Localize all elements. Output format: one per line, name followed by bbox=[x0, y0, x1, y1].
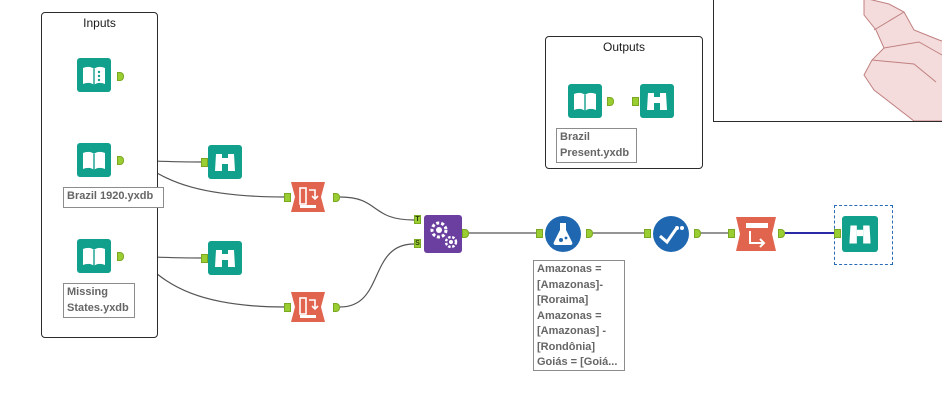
browse-tool-selected[interactable] bbox=[842, 216, 878, 252]
tool-annotation: Brazil Present.yxdb bbox=[556, 128, 637, 163]
output-anchor[interactable] bbox=[778, 229, 785, 238]
outputs-container-title: Outputs bbox=[602, 40, 646, 54]
transpose-icon bbox=[291, 292, 325, 322]
output-anchor[interactable] bbox=[117, 156, 124, 165]
book-input-icon bbox=[77, 239, 111, 273]
input-anchor[interactable] bbox=[644, 229, 651, 238]
tool-annotation: Missing States.yxdb bbox=[63, 283, 135, 318]
input-anchor[interactable] bbox=[284, 303, 291, 312]
binoculars-browse-icon bbox=[208, 241, 242, 275]
join-source-anchor[interactable]: S bbox=[414, 239, 421, 248]
output-anchor[interactable] bbox=[333, 303, 340, 312]
transpose-tool[interactable] bbox=[291, 180, 325, 214]
input-anchor[interactable] bbox=[536, 229, 543, 238]
flask-formula-icon bbox=[545, 216, 581, 252]
binoculars-browse-icon bbox=[842, 216, 878, 252]
input-anchor[interactable] bbox=[834, 229, 841, 238]
tool-annotation: Amazonas = [Amazonas]- [Roraima] Amazona… bbox=[533, 260, 625, 371]
output-anchor[interactable] bbox=[462, 229, 469, 238]
output-anchor[interactable] bbox=[694, 229, 701, 238]
input-anchor[interactable] bbox=[632, 97, 639, 106]
crosstab-tool[interactable] bbox=[736, 215, 776, 253]
browse-tool[interactable] bbox=[208, 241, 242, 275]
input-data-tool[interactable] bbox=[77, 58, 111, 92]
book-input-icon bbox=[568, 84, 602, 118]
inputs-container-title: Inputs bbox=[83, 16, 116, 30]
crosstab-icon bbox=[736, 217, 776, 251]
transpose-icon bbox=[291, 182, 325, 212]
binoculars-browse-icon bbox=[208, 145, 242, 179]
browse-tool[interactable] bbox=[208, 145, 242, 179]
formula-tool[interactable] bbox=[544, 215, 582, 253]
input-anchor[interactable] bbox=[728, 229, 735, 238]
output-anchor[interactable] bbox=[607, 97, 614, 106]
tool-annotation: Brazil 1920.yxdb bbox=[63, 187, 164, 208]
output-anchor[interactable] bbox=[586, 229, 593, 238]
book-input-icon bbox=[77, 58, 111, 92]
select-tool[interactable] bbox=[652, 215, 690, 253]
output-anchor[interactable] bbox=[333, 193, 340, 202]
input-anchor[interactable] bbox=[201, 158, 208, 167]
book-input-icon bbox=[77, 143, 111, 177]
input-data-tool-brazil-1920[interactable] bbox=[77, 143, 111, 177]
input-data-tool-brazil-present[interactable] bbox=[568, 84, 602, 118]
connection-line bbox=[339, 243, 415, 308]
check-select-icon bbox=[653, 216, 689, 252]
input-anchor[interactable] bbox=[284, 193, 291, 202]
brazil-map-shape bbox=[863, 0, 942, 121]
join-multiple-tool[interactable] bbox=[424, 215, 462, 253]
join-target-anchor[interactable]: T bbox=[414, 215, 421, 224]
input-anchor[interactable] bbox=[201, 254, 208, 263]
binoculars-browse-icon bbox=[640, 84, 674, 118]
input-data-tool-missing-states[interactable] bbox=[77, 239, 111, 273]
browse-tool[interactable] bbox=[640, 84, 674, 118]
transpose-tool[interactable] bbox=[291, 290, 325, 324]
gears-join-icon bbox=[424, 215, 462, 253]
output-anchor[interactable] bbox=[117, 72, 124, 81]
map-preview-panel[interactable] bbox=[713, 0, 942, 122]
output-anchor[interactable] bbox=[117, 252, 124, 261]
connection-line bbox=[339, 196, 415, 221]
